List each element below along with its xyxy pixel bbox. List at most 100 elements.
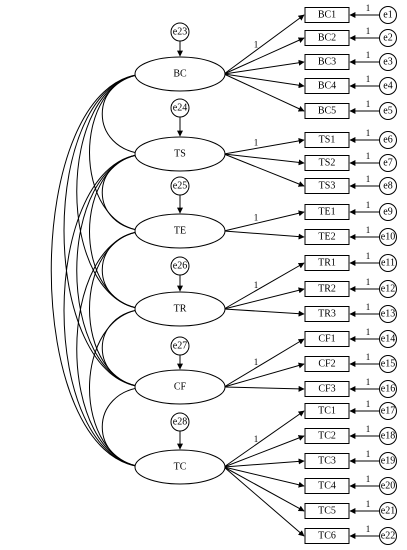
indicator-label: TE2 xyxy=(318,232,335,243)
covariance-arc xyxy=(101,151,146,234)
indicator-label: TC2 xyxy=(318,431,336,442)
loading-arrow xyxy=(223,37,305,75)
indicator-error-circle xyxy=(379,280,397,298)
indicator-tr3-box xyxy=(304,306,350,322)
covariance-arc xyxy=(50,71,146,470)
latent-ts-ellipse xyxy=(134,136,226,172)
indicator-error-circle xyxy=(379,102,397,120)
indicator-error-label: e14 xyxy=(381,334,395,345)
fixed-error-label: 1 xyxy=(366,399,371,409)
fixed-error-label: 1 xyxy=(366,352,371,362)
indicator-error-label: e16 xyxy=(381,384,395,395)
indicator-error-label: e1 xyxy=(383,10,392,21)
covariance-arc xyxy=(101,384,146,470)
latent-error-label: e24 xyxy=(173,103,187,114)
indicator-error-label: e13 xyxy=(381,309,395,320)
latent-label: CF xyxy=(174,382,187,393)
latent-label: BC xyxy=(173,69,187,80)
loading-arrow xyxy=(223,466,305,488)
indicator-te2-box xyxy=(304,229,350,245)
fixed-error-label: 1 xyxy=(366,474,371,484)
indicator-bc2-box xyxy=(304,30,350,46)
loading-arrow xyxy=(223,385,305,392)
latent-error-circle xyxy=(170,412,190,432)
loading-arrow xyxy=(223,230,305,240)
fixed-error-label: 1 xyxy=(366,151,371,161)
indicator-ts2-box xyxy=(304,155,350,171)
indicator-error-label: e12 xyxy=(381,284,395,295)
indicator-error-label: e10 xyxy=(381,232,395,243)
loading-arrow xyxy=(223,59,305,75)
fixed-error-label: 1 xyxy=(366,26,371,36)
indicator-cf1-box xyxy=(304,331,350,347)
indicator-error-label: e3 xyxy=(383,57,392,68)
indicator-label: BC3 xyxy=(318,57,336,68)
covariance-arc xyxy=(63,151,146,470)
indicator-error-label: e20 xyxy=(381,481,395,492)
fixed-error-label: 1 xyxy=(366,128,371,138)
indicator-bc1-box xyxy=(304,7,350,23)
indicator-label: TS3 xyxy=(319,181,336,192)
indicator-error-label: e8 xyxy=(383,181,392,192)
fixed-error-label: 1 xyxy=(366,99,371,109)
indicator-cf2-box xyxy=(304,356,350,372)
covariance-arc xyxy=(63,71,146,390)
indicator-error-circle xyxy=(379,380,397,398)
indicator-tc5-box xyxy=(304,503,350,519)
fixed-error-label: 1 xyxy=(366,499,371,509)
fixed-error-label: 1 xyxy=(366,200,371,210)
indicator-error-circle xyxy=(379,330,397,348)
indicator-tc3-box xyxy=(304,453,350,469)
covariance-arc xyxy=(89,151,146,312)
indicator-error-circle xyxy=(379,355,397,373)
indicator-error-circle xyxy=(379,203,397,221)
fixed-loading-label: 1 xyxy=(254,137,259,147)
indicator-tc2-box xyxy=(304,428,350,444)
indicator-label: BC1 xyxy=(318,10,336,21)
indicator-error-circle xyxy=(379,502,397,520)
latent-cf-ellipse xyxy=(134,369,226,405)
fixed-error-label: 1 xyxy=(366,3,371,13)
indicator-error-circle xyxy=(379,77,397,95)
latent-label: TE xyxy=(174,226,186,237)
covariance-arc xyxy=(76,151,146,390)
indicator-label: BC2 xyxy=(318,33,336,44)
latent-error-circle xyxy=(170,98,190,118)
indicator-error-circle xyxy=(379,527,397,545)
indicator-bc3-box xyxy=(304,54,350,70)
fixed-loading-label: 1 xyxy=(254,280,259,290)
loading-arrow xyxy=(223,262,305,310)
loading-arrow xyxy=(223,466,305,512)
loading-arrow xyxy=(223,338,305,388)
covariance-arc xyxy=(101,228,146,312)
loading-arrow xyxy=(223,410,305,468)
indicator-tc6-box xyxy=(304,528,350,544)
latent-label: TC xyxy=(174,462,187,473)
indicator-te1-box xyxy=(304,204,350,220)
indicator-error-label: e21 xyxy=(381,506,395,517)
fixed-error-label: 1 xyxy=(366,225,371,235)
indicator-label: TR3 xyxy=(318,309,336,320)
fixed-error-label: 1 xyxy=(366,277,371,287)
loading-arrow xyxy=(223,137,305,155)
indicator-error-circle xyxy=(379,427,397,445)
latent-error-label: e26 xyxy=(173,261,187,272)
indicator-error-label: e2 xyxy=(383,33,392,44)
covariance-arc xyxy=(76,71,146,312)
indicator-error-label: e11 xyxy=(381,258,395,269)
indicator-error-circle xyxy=(379,131,397,149)
latent-error-circle xyxy=(170,176,190,196)
indicator-error-circle xyxy=(379,6,397,24)
loading-arrow xyxy=(223,287,305,310)
indicator-error-label: e7 xyxy=(383,158,392,169)
indicator-error-circle xyxy=(379,452,397,470)
indicator-bc4-box xyxy=(304,78,350,94)
indicator-error-circle xyxy=(379,177,397,195)
latent-error-circle xyxy=(170,22,190,42)
loading-arrow xyxy=(223,153,305,187)
indicator-error-circle xyxy=(379,53,397,71)
latent-error-circle xyxy=(170,256,190,276)
indicator-error-label: e22 xyxy=(381,531,395,542)
indicator-error-label: e18 xyxy=(381,431,395,442)
indicator-label: BC4 xyxy=(318,81,336,92)
